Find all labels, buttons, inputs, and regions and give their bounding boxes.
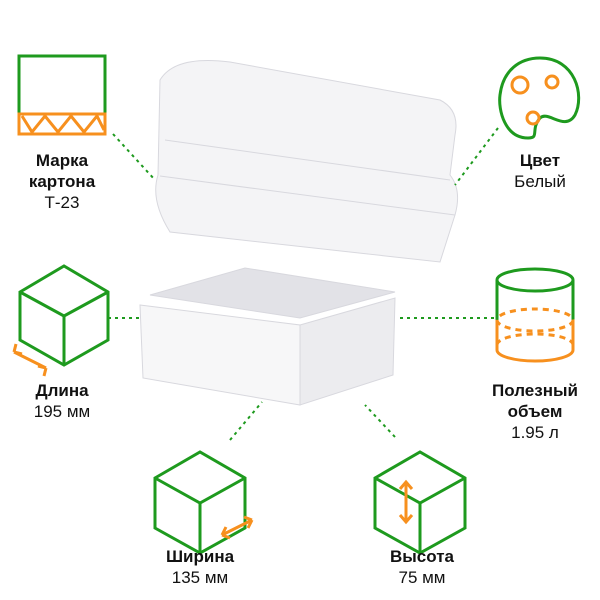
box-image (139, 59, 459, 406)
feature-value: Белый (514, 172, 566, 191)
corrugation-icon (17, 54, 107, 136)
feature-value: Т-23 (44, 193, 80, 212)
feature-value: 1.95 л (511, 423, 559, 442)
connector-lines (108, 127, 499, 441)
feature-title: Длина (35, 381, 89, 400)
feature-title: Цвет (519, 151, 561, 170)
palette-icon (498, 56, 581, 140)
feature-title: Высота (390, 547, 454, 566)
feature-value: 75 мм (398, 568, 446, 587)
cube-length-icon (12, 264, 110, 377)
feature-volume: Полезный объем 1.95 л (465, 380, 600, 443)
feature-title: объем (507, 402, 563, 421)
cylinder-volume-icon (495, 267, 575, 363)
feature-height: Высота 75 мм (352, 546, 492, 588)
feature-title: Марка (35, 151, 89, 170)
feature-value: 135 мм (171, 568, 229, 587)
feature-cardboard-grade: Марка картона Т-23 (0, 150, 132, 213)
feature-color: Цвет Белый (470, 150, 600, 192)
feature-width: Ширина 135 мм (130, 546, 270, 588)
feature-length: Длина 195 мм (0, 380, 132, 422)
feature-value: 195 мм (33, 402, 91, 421)
feature-title: Ширина (165, 547, 235, 566)
feature-title: Полезный (492, 381, 578, 400)
cube-width-icon (153, 450, 254, 555)
cube-height-icon (373, 450, 467, 555)
feature-title: картона (28, 172, 96, 191)
